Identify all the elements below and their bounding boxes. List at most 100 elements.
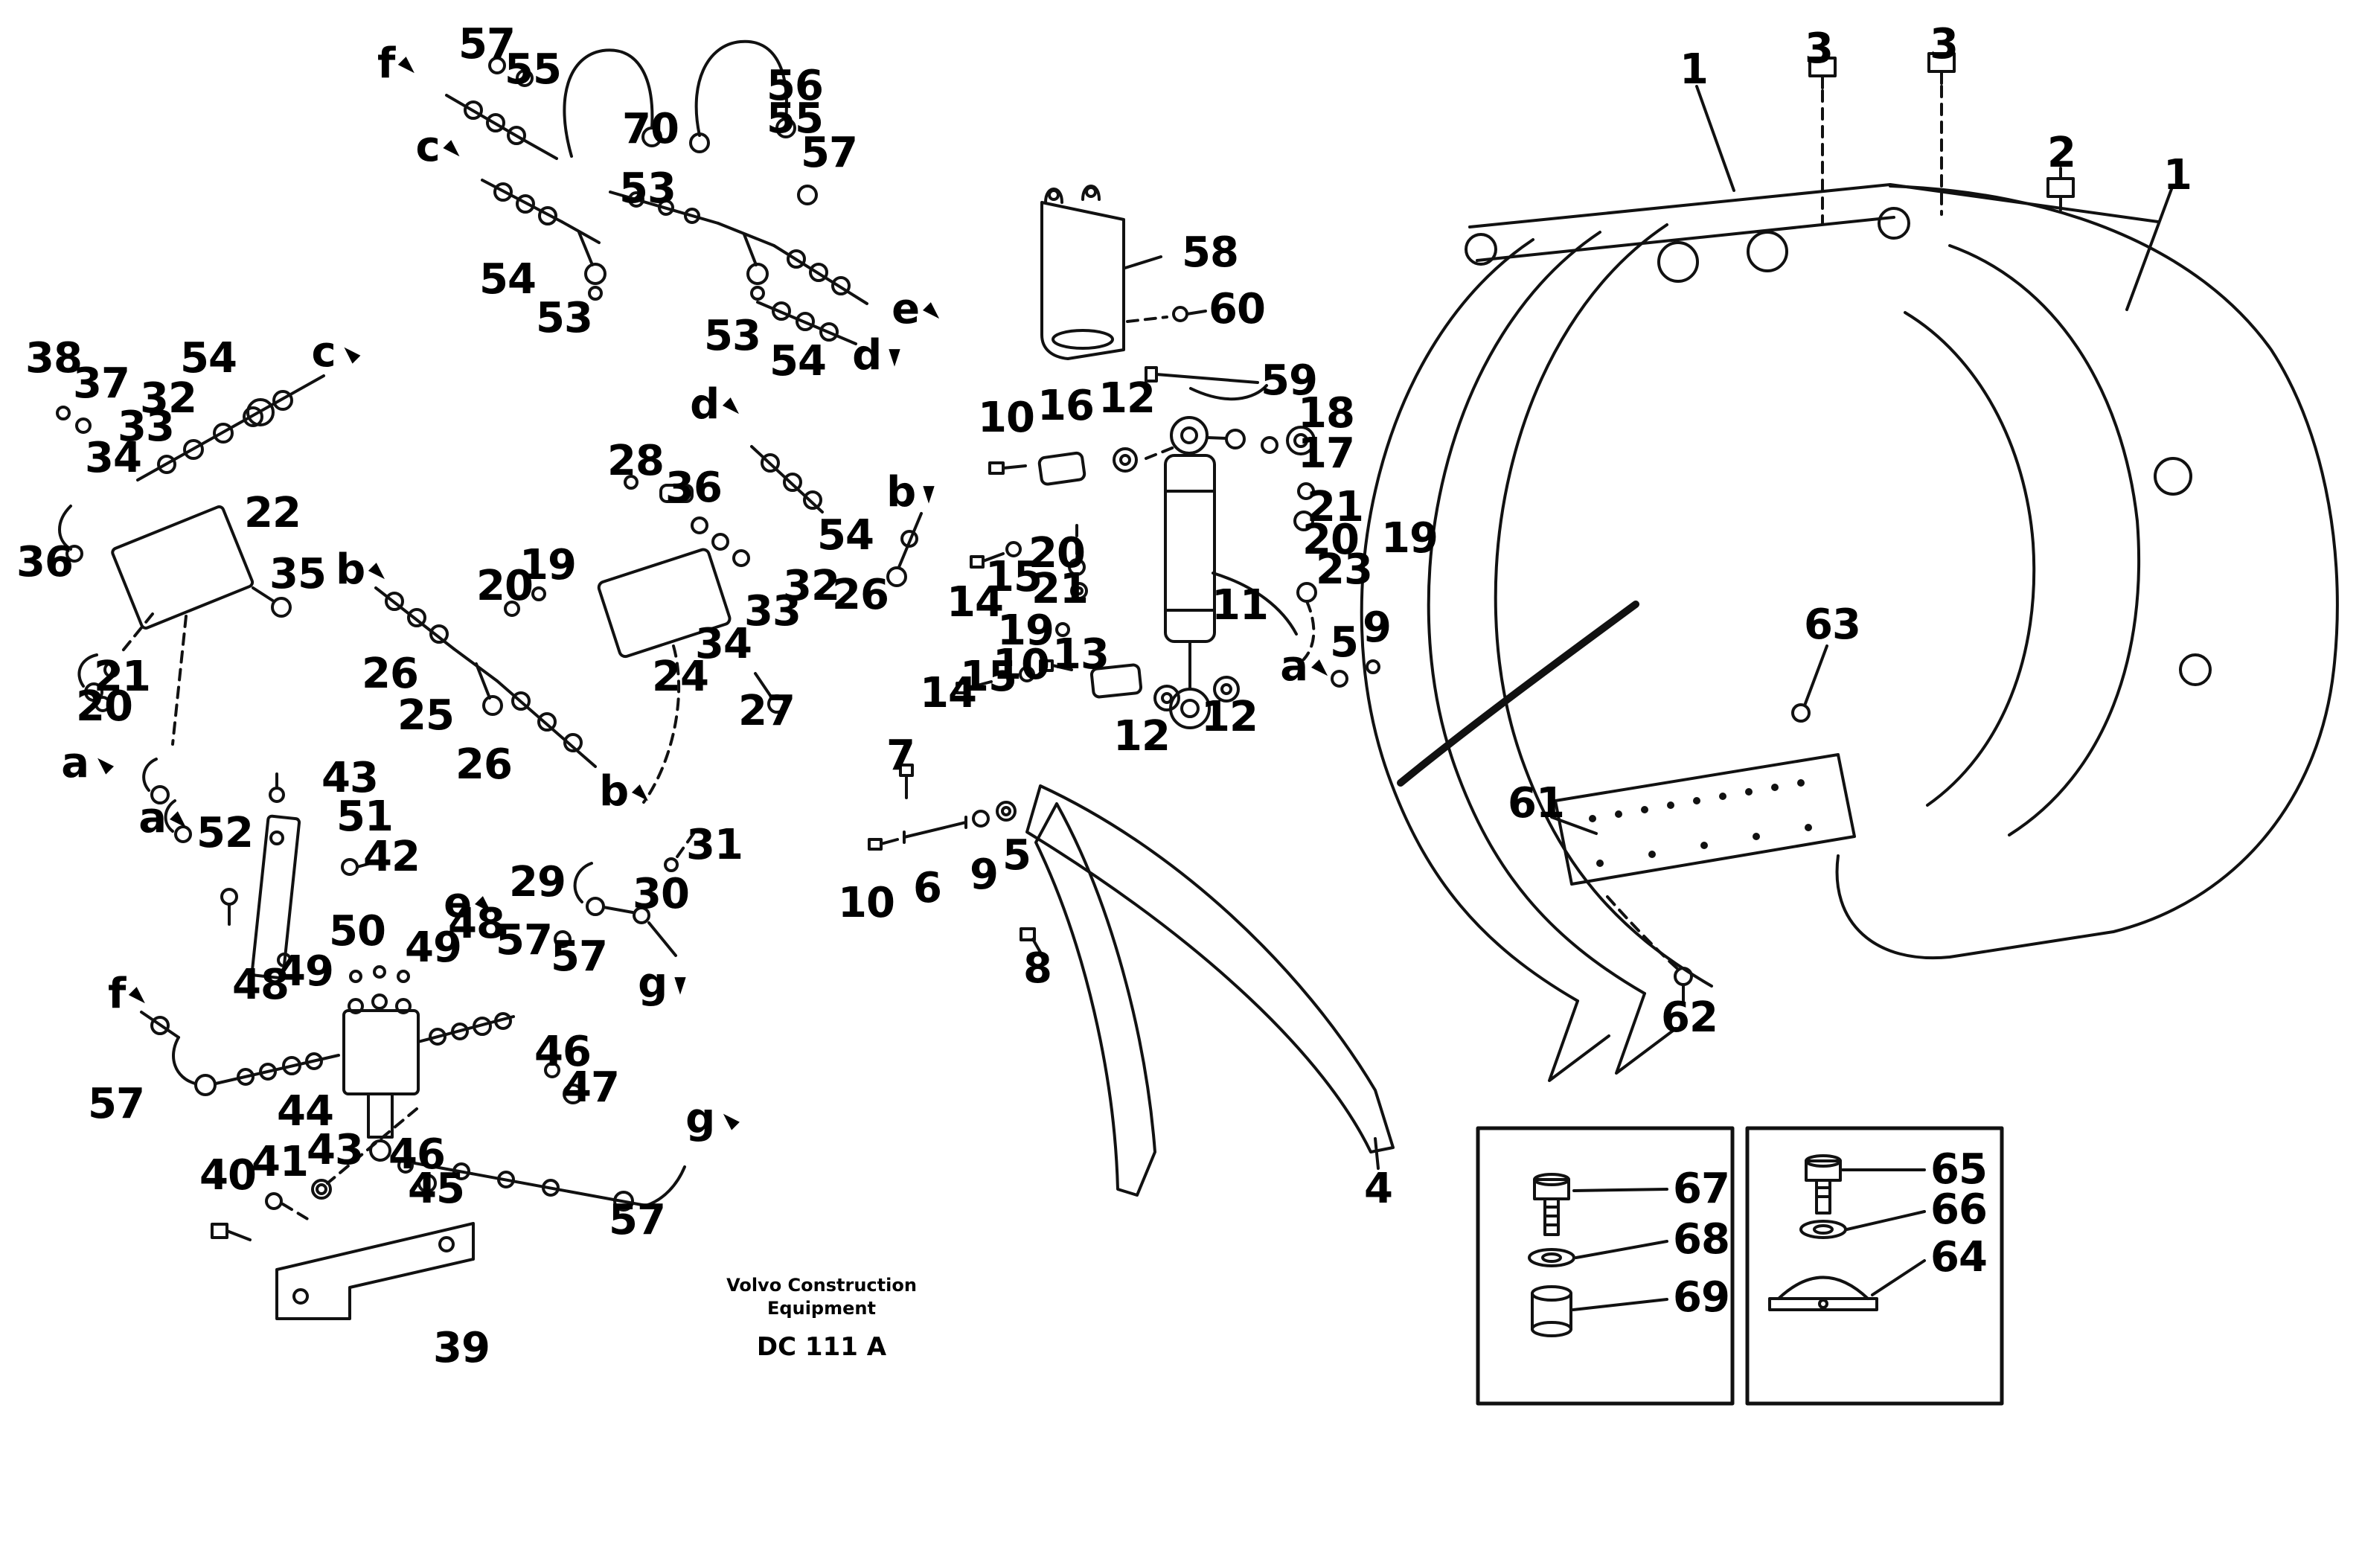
callout-text: 17 [1298, 429, 1355, 478]
part-callout-57: 57 [551, 936, 608, 978]
view-ref-letter-b: b► [599, 771, 658, 813]
callout-text: 27 [738, 687, 796, 735]
part-callout-54: 54 [479, 259, 537, 301]
callout-text: 10 [978, 394, 1035, 442]
part-callout-40: 40 [199, 1155, 257, 1197]
part-callout-13: 13 [1052, 634, 1110, 676]
part-callout-26: 26 [362, 650, 419, 698]
view-ref-letter-f: f► [107, 970, 156, 1018]
callout-text: 57 [609, 1196, 666, 1244]
view-ref-letter-c: c► [416, 127, 470, 168]
callout-text: 21 [1031, 565, 1089, 613]
part-callout-34: 34 [85, 438, 142, 479]
part-callout-26: 26 [455, 744, 513, 786]
callout-text: a [1280, 642, 1308, 691]
callout-text: 12 [1098, 374, 1156, 423]
brand-line-2: Equipment [767, 1298, 876, 1319]
part-callout-57: 57 [801, 132, 858, 174]
part-callout-57: 57 [88, 1084, 145, 1125]
callout-text: 18 [1298, 389, 1355, 438]
callout-text: 46 [534, 1028, 592, 1076]
view-ref-letter-d: d► [852, 335, 909, 377]
part-callout-57: 57 [458, 24, 516, 65]
part-callout-60: 60 [1209, 289, 1266, 330]
part-callout-20: 20 [1028, 533, 1086, 575]
callout-text: a [61, 739, 89, 787]
callout-text: 54 [817, 511, 874, 560]
callout-text: 57 [458, 20, 516, 68]
part-callout-15: 15 [960, 656, 1017, 698]
callout-text: b [336, 545, 365, 594]
part-callout-5: 5 [1002, 835, 1031, 877]
part-callout-26: 26 [832, 575, 889, 616]
callout-text: 33 [744, 587, 801, 636]
view-ref-letter-e: e► [892, 289, 949, 330]
part-callout-48: 48 [448, 903, 505, 945]
callout-text: e [892, 285, 920, 333]
part-callout-54: 54 [180, 338, 237, 380]
callout-text: 49 [405, 924, 462, 972]
part-callout-16: 16 [1037, 385, 1095, 427]
part-callout-57: 57 [496, 920, 553, 961]
callout-text: 43 [321, 754, 379, 802]
part-callout-3: 3 [1805, 25, 1834, 73]
callout-text: 53 [619, 164, 676, 213]
part-callout-42: 42 [363, 836, 420, 878]
view-ref-letter-d: d► [690, 384, 749, 426]
part-callout-36: 36 [16, 542, 74, 583]
part-callout-12: 12 [1098, 378, 1156, 420]
callout-text: f [107, 970, 126, 1018]
part-callout-9: 9 [970, 854, 999, 896]
callout-text: 20 [1028, 529, 1086, 577]
part-callout-67: 67 [1673, 1168, 1730, 1210]
part-callout-57: 57 [609, 1200, 666, 1241]
part-callout-2: 2 [2047, 132, 2076, 174]
callout-text: 5 [1330, 618, 1359, 667]
part-callout-50: 50 [329, 911, 386, 953]
part-callout-53: 53 [536, 298, 593, 339]
part-callout-25: 25 [397, 695, 455, 737]
callout-text: 69 [1673, 1273, 1730, 1322]
callout-text: 8 [1023, 944, 1052, 993]
callout-text: 19 [1381, 514, 1438, 563]
view-ref-letter-g: g► [685, 1098, 744, 1140]
callout-text: 68 [1673, 1215, 1730, 1264]
view-ref-letter-a: a► [1280, 646, 1337, 688]
part-callout-29: 29 [509, 862, 566, 903]
callout-text: 33 [118, 403, 175, 451]
part-callout-54: 54 [817, 515, 874, 557]
callout-text: 21 [1307, 483, 1364, 531]
callout-text: 35 [269, 550, 327, 598]
part-callout-66: 66 [1930, 1189, 1988, 1231]
callout-text: 20 [1302, 516, 1360, 564]
drawing-code: DC 111 A [756, 1332, 887, 1363]
view-ref-letter-f: f► [377, 43, 425, 85]
callout-text: 6 [913, 864, 942, 912]
callout-text: 21 [94, 653, 151, 701]
callout-text: 4 [1364, 1165, 1393, 1213]
callout-text: 70 [622, 105, 679, 153]
part-callout-56: 56 [766, 65, 824, 107]
view-direction-arrow-icon: ► [916, 486, 944, 504]
callout-text: 20 [476, 562, 534, 610]
callout-text: 28 [607, 437, 665, 485]
callout-text: 53 [704, 312, 761, 360]
part-callout-1: 1 [1680, 49, 1709, 91]
callout-text: 54 [180, 334, 237, 383]
part-callout-23: 23 [1316, 549, 1373, 591]
part-callout-61: 61 [1508, 783, 1565, 825]
part-callout-14: 14 [947, 582, 1004, 624]
part-callout-48: 48 [232, 964, 289, 1006]
part-callout-15: 15 [985, 557, 1043, 598]
callout-text: 46 [388, 1130, 446, 1179]
part-callout-21: 21 [94, 653, 151, 701]
part-callout-55: 55 [766, 98, 824, 140]
callout-text: 26 [362, 650, 419, 698]
callout-text: 48 [448, 900, 505, 948]
part-callout-43: 43 [321, 758, 379, 799]
callout-text: d [690, 380, 720, 429]
callout-text: 3 [1805, 25, 1834, 73]
part-callout-11: 11 [1212, 585, 1269, 627]
callout-text: d [852, 331, 882, 380]
